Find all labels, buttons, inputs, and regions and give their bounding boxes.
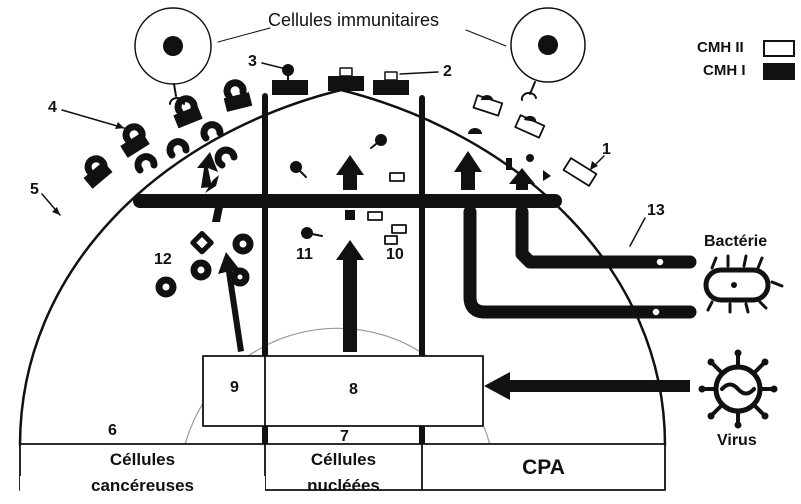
fragments-middle <box>290 134 387 239</box>
label-2: 2 <box>443 63 452 80</box>
pointer-4 <box>61 109 125 129</box>
fragments-right <box>468 128 551 181</box>
arrow-right-small <box>509 168 535 190</box>
label-bacteria: Bactérie <box>704 233 768 250</box>
peptide-2b <box>384 71 398 81</box>
immune-cell-left-nucleus <box>163 36 183 56</box>
immune-cell-right-receptor <box>520 81 537 101</box>
legend-mhc2-label: CMH II <box>697 39 744 56</box>
bacteria-icon <box>703 254 784 314</box>
arrow-9-up <box>218 252 244 352</box>
path-13-knot-2 <box>651 307 661 317</box>
rings-12 <box>155 233 254 298</box>
arrow-virus-in <box>484 372 690 400</box>
label-12: 12 <box>154 251 172 268</box>
mhc2-group-right <box>472 94 598 187</box>
immune-cell-right-nucleus <box>538 35 558 55</box>
arrow-left-dashed <box>212 202 224 222</box>
label-1: 1 <box>602 141 611 158</box>
legend-mhc1-label: CMH I <box>703 62 746 79</box>
label-3: 3 <box>248 53 257 70</box>
pointer-2 <box>399 71 439 75</box>
legend-mhc2-swatch <box>763 40 795 57</box>
arrow-middle-top <box>336 155 364 190</box>
label-5: 5 <box>30 181 39 198</box>
label-7: 7 <box>340 428 349 445</box>
diamond-12 <box>190 231 214 255</box>
path-13-lower <box>463 205 697 319</box>
cell-nucleated-line2: nucléées <box>307 476 380 495</box>
legend-mhc1-swatch <box>763 63 795 80</box>
path-13-knot-1 <box>655 257 665 267</box>
title-line-right <box>465 29 507 47</box>
arrow-left-top <box>197 152 218 188</box>
virus-icon <box>698 349 778 429</box>
title-immune-cells: Cellules immunitaires <box>268 10 440 30</box>
mhc2-peptides <box>481 95 537 122</box>
box-8 <box>264 355 484 427</box>
arrows <box>197 151 690 400</box>
path-13-upper <box>515 205 697 269</box>
white-peptides-middle <box>367 172 407 245</box>
arrow-right-top <box>454 151 482 190</box>
arrow-8-up <box>336 240 364 352</box>
title-line-left <box>217 27 271 43</box>
cell-apc: CPA <box>522 456 565 479</box>
pointer-13 <box>629 217 646 247</box>
label-9: 9 <box>230 379 239 396</box>
pointer-arrowheads <box>52 122 598 215</box>
label-virus: Virus <box>717 432 757 449</box>
label-11: 11 <box>296 246 313 263</box>
box-9 <box>202 355 269 427</box>
label-13: 13 <box>647 202 665 219</box>
cell-nucleated-line1: Céllules <box>310 450 377 469</box>
pointer-3 <box>261 62 283 69</box>
label-8: 8 <box>349 381 358 398</box>
label-6: 6 <box>108 422 117 439</box>
fragments-left <box>134 121 238 174</box>
mhc1-peptides <box>84 79 247 176</box>
peptide-2a <box>339 67 353 77</box>
label-4: 4 <box>48 99 57 116</box>
cell-cancer-line2: cancéreuses <box>20 476 265 496</box>
cell-cancer-line1: Céllules <box>109 450 176 469</box>
label-10: 10 <box>386 246 404 263</box>
